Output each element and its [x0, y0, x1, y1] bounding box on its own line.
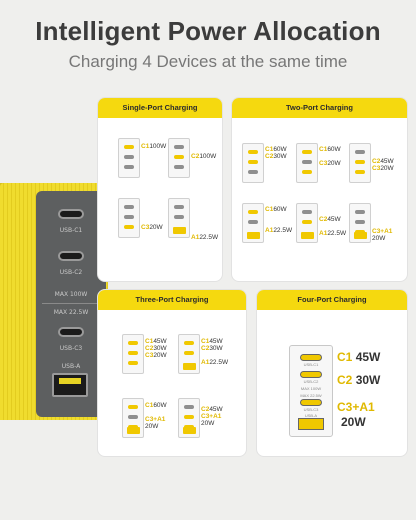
four-label-c3a1: C3+A1 — [337, 400, 375, 414]
two-port-title: Two-Port Charging — [232, 98, 407, 118]
single-label-a1: A122.5W — [191, 234, 219, 241]
mini-device — [122, 398, 144, 438]
usb-a-port — [52, 373, 88, 397]
four-label-c2: C2 30W — [337, 373, 381, 387]
usb-c1-label: USB-C1 — [59, 227, 83, 234]
usb-a-label: USB-A — [61, 363, 81, 370]
four-label-c3a1-watts: 20W — [341, 415, 366, 429]
mini-device — [118, 138, 140, 178]
port-divider — [42, 303, 100, 304]
three-port-title: Three-Port Charging — [98, 290, 246, 310]
mini-device — [242, 203, 264, 243]
single-label-c2: C2100W — [191, 153, 217, 160]
usb-c3-label: USB-C3 — [59, 345, 83, 352]
four-port-device: USB-C1 USB-C2 MAX 100W MAX 22.5W USB-C3 … — [289, 345, 333, 437]
mini-device — [118, 198, 140, 238]
usb-c1-port — [58, 209, 84, 219]
single-port-title: Single-Port Charging — [98, 98, 222, 118]
max-100w-label: MAX 100W — [54, 291, 88, 298]
mini-device — [349, 143, 371, 183]
usb-c2-port — [58, 251, 84, 261]
charger-device: USB-C1 USB-C2 MAX 100W MAX 22.5W USB-C3 … — [0, 175, 108, 420]
mini-device — [178, 398, 200, 438]
charger-port-face: USB-C1 USB-C2 MAX 100W MAX 22.5W USB-C3 … — [36, 191, 106, 417]
mini-device — [349, 203, 371, 243]
four-label-c1: C1 45W — [337, 350, 381, 364]
usb-c3-port — [58, 327, 84, 337]
page-subtitle: Charging 4 Devices at the same time — [68, 52, 348, 71]
mini-device — [122, 334, 144, 374]
mini-device — [168, 198, 190, 238]
single-label-c3: C320W — [141, 224, 163, 231]
single-label-c1: C1100W — [141, 143, 167, 150]
mini-device — [178, 334, 200, 374]
mini-device — [242, 143, 264, 183]
mini-device — [296, 143, 318, 183]
max-22-5w-label: MAX 22.5W — [53, 309, 89, 316]
single-port-panel: Single-Port Charging C1100W C2100W C320W… — [97, 97, 223, 282]
mini-device — [296, 203, 318, 243]
usb-c2-label: USB-C2 — [59, 269, 83, 276]
four-port-title: Four-Port Charging — [257, 290, 407, 310]
mini-device — [168, 138, 190, 178]
page-title: Intelligent Power Allocation — [35, 16, 381, 46]
